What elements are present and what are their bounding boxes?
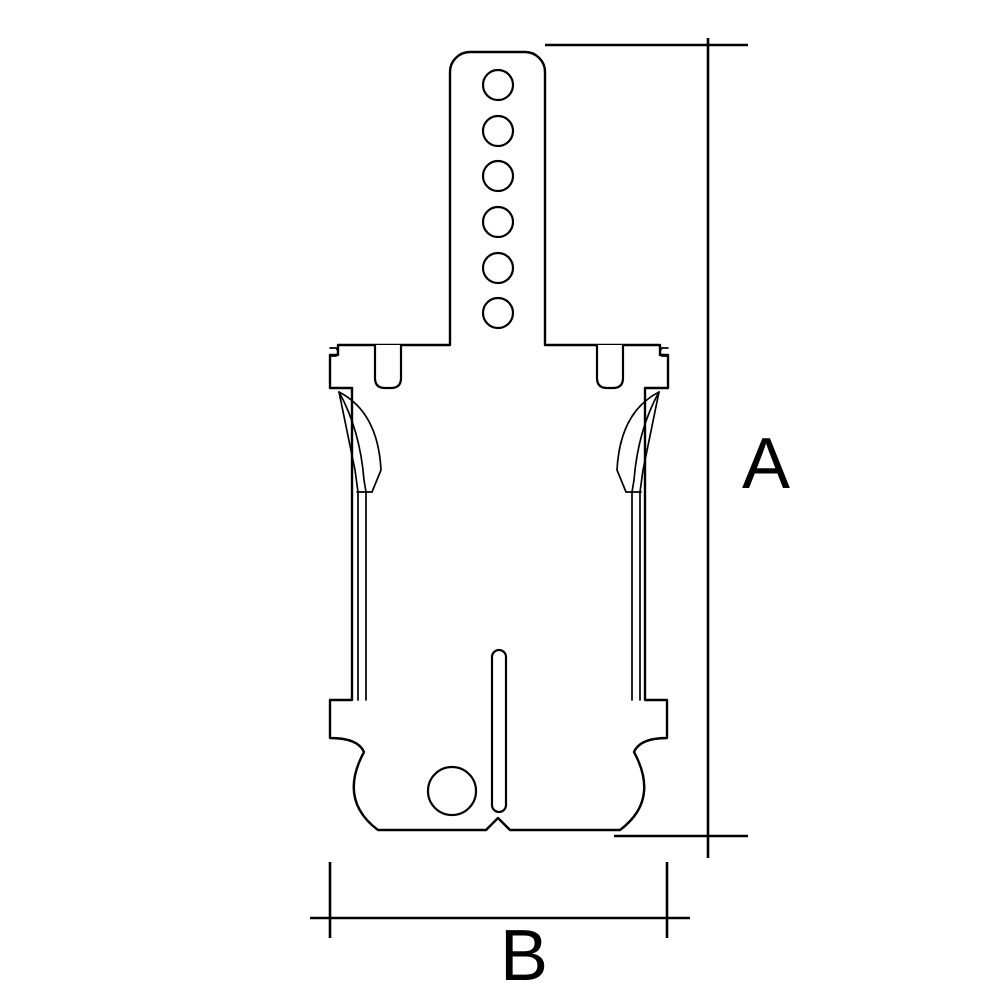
part-geometry — [328, 50, 670, 832]
handle-hole-1 — [481, 68, 515, 102]
handle-hole-6 — [481, 296, 515, 330]
handle-hole-2 — [481, 114, 515, 148]
shoulder-web-right-edge — [639, 391, 660, 493]
handle-hole-group — [481, 68, 515, 330]
handle-hole-3 — [481, 159, 515, 193]
dimension-label-a: A — [742, 424, 791, 504]
shoulder-web-left-edge — [338, 391, 359, 493]
dimension-annotations — [310, 38, 748, 938]
flange-notch-right-icon — [659, 347, 669, 357]
handle-hole-5 — [481, 251, 515, 285]
flange-tab-right — [595, 343, 625, 390]
flange-notch-left-icon — [329, 347, 339, 357]
shoulder-web-right — [616, 391, 660, 493]
dimension-label-b: B — [500, 916, 549, 996]
shoulder-web-left-inner — [338, 391, 367, 493]
flange-tab-left — [373, 343, 403, 390]
shoulder-web-left-outer — [338, 391, 382, 493]
handle-hole-4 — [481, 205, 515, 239]
shoulder-web-right-inner — [631, 391, 660, 493]
base-bore-hole — [426, 765, 478, 817]
center-slot — [490, 648, 508, 814]
shoulder-web-right-outer — [616, 391, 660, 493]
shoulder-web-left — [338, 391, 382, 493]
